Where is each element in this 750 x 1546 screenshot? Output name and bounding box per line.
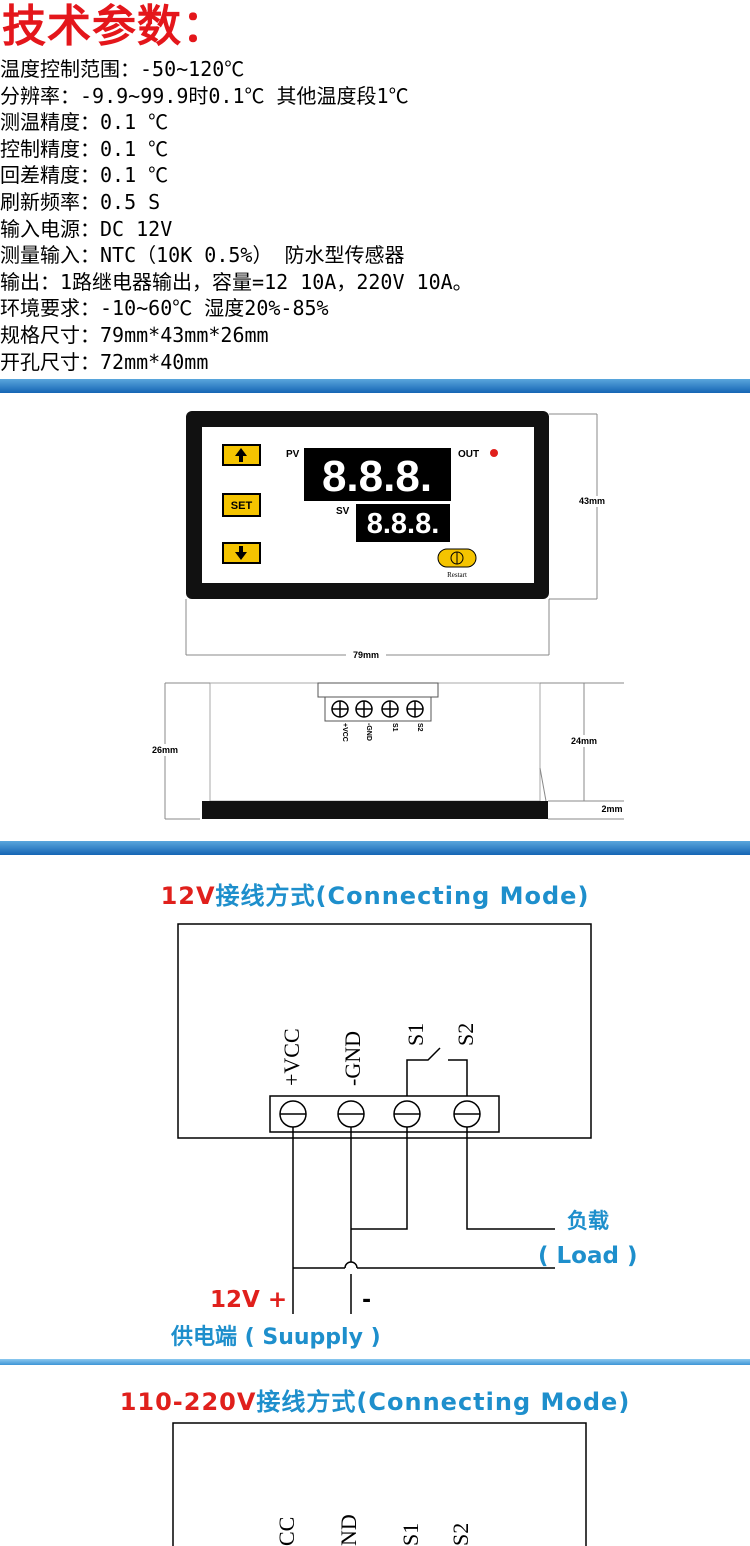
terminal-gnd-label: -GND bbox=[340, 1031, 365, 1086]
supply-voltage-label: 12V + bbox=[210, 1287, 287, 1313]
terminal-vcc-label: CC bbox=[274, 1517, 299, 1546]
spec-list: 温度控制范围：-50~120℃ 分辨率：-9.9~99.9时0.1℃ 其他温度段… bbox=[0, 56, 750, 375]
dim-total-label: 26mm bbox=[152, 745, 178, 755]
terminal-s2-label: S2 bbox=[448, 1523, 473, 1546]
set-button-label: SET bbox=[231, 500, 253, 512]
pv-display-digits: 8.8.8. bbox=[322, 452, 432, 501]
wiring-220v-voltage: 110-220V bbox=[119, 1388, 257, 1416]
spec-line: 回差精度：0.1 ℃ bbox=[0, 163, 169, 188]
side-terminal-gnd: -GND bbox=[365, 723, 372, 741]
out-indicator-icon bbox=[490, 449, 498, 457]
spec-line: 开孔尺寸：72mm*40mm bbox=[0, 349, 209, 374]
wiring-12v-heading: 12V接线方式(Connecting Mode) bbox=[0, 876, 750, 911]
spec-line: 输出：1路继电器输出，容量=12 10A，220V 10A。 bbox=[0, 269, 473, 294]
front-panel-diagram: SET PV 8.8.8. OUT SV 8.8.8. Restart 43mm… bbox=[185, 411, 608, 661]
side-view-diagram: 26mm +VCC -GND S1 S2 24mm 2mm bbox=[148, 682, 624, 820]
dim-width-label: 79mm bbox=[353, 650, 379, 660]
restart-label: Restart bbox=[447, 571, 467, 579]
load-label-en: ( Load ) bbox=[538, 1243, 637, 1269]
spec-line: 规格尺寸：79mm*43mm*26mm bbox=[0, 322, 269, 347]
side-base bbox=[202, 801, 548, 819]
supply-minus-label: - bbox=[362, 1288, 371, 1313]
spec-line: 测量输入：NTC（10K 0.5%） 防水型传感器 bbox=[0, 243, 405, 268]
spec-line: 刷新频率：0.5 S bbox=[0, 189, 161, 214]
side-terminal-s1: S1 bbox=[391, 723, 398, 732]
svg-text:43mm: 43mm bbox=[579, 496, 605, 506]
arrow-up-icon bbox=[235, 448, 247, 462]
section-divider bbox=[0, 1359, 750, 1365]
side-terminal-s2: S2 bbox=[416, 723, 423, 732]
controller-outline bbox=[172, 1422, 587, 1546]
supply-label: 供电端 ( Suupply ) bbox=[170, 1324, 381, 1350]
set-button[interactable] bbox=[222, 493, 261, 517]
terminal-vcc-label: +VCC bbox=[279, 1028, 304, 1086]
spec-line: 控制精度：0.1 ℃ bbox=[0, 136, 169, 161]
load-label-cn: 负载 bbox=[567, 1209, 609, 1233]
spec-line: 测温精度：0.1 ℃ bbox=[0, 110, 169, 135]
terminal-s2-label: S2 bbox=[453, 1023, 478, 1046]
terminal-housing bbox=[317, 682, 439, 698]
arrow-down-icon bbox=[235, 546, 247, 560]
sv-display bbox=[356, 504, 450, 542]
wiring-220v-heading: 110-220V接线方式(Connecting Mode) bbox=[0, 1382, 750, 1417]
out-label: OUT bbox=[458, 449, 479, 460]
terminal-s1-label: S1 bbox=[403, 1023, 428, 1046]
controller-outline bbox=[177, 923, 592, 1139]
terminal-s1-label: S1 bbox=[398, 1523, 423, 1546]
spec-line: 输入电源：DC 12V bbox=[0, 216, 173, 241]
pv-display bbox=[304, 448, 451, 501]
dim-height-label: 43mm bbox=[579, 496, 605, 506]
wiring-12v-mode: 接线方式(Connecting Mode) bbox=[215, 882, 590, 910]
side-terminal-vcc: +VCC bbox=[341, 723, 348, 742]
sv-display-digits: 8.8.8. bbox=[367, 508, 440, 540]
page-title: 技术参数： bbox=[2, 1, 227, 52]
spec-line: 分辨率：-9.9~99.9时0.1℃ 其他温度段1℃ bbox=[0, 83, 409, 108]
wiring-220v-mode: 接线方式(Connecting Mode) bbox=[256, 1388, 631, 1416]
spec-line: 温度控制范围：-50~120℃ bbox=[0, 57, 245, 81]
section-divider bbox=[0, 379, 750, 393]
wiring-12v-diagram: +VCC -GND S1 S2 负载 ( Load ) 12V + - 供电端 … bbox=[170, 923, 637, 1350]
spec-line: 环境要求：-10~60℃ 湿度20%-85% bbox=[0, 296, 329, 321]
dim-base-label: 2mm bbox=[601, 804, 622, 814]
pv-label: PV bbox=[286, 449, 300, 460]
section-divider bbox=[0, 841, 750, 855]
terminal-gnd-label: ND bbox=[336, 1514, 361, 1546]
dim-body-label: 24mm bbox=[571, 736, 597, 746]
wiring-220v-diagram: CC ND S1 S2 bbox=[172, 1422, 587, 1546]
wiring-12v-voltage: 12V bbox=[160, 882, 216, 910]
sv-label: SV bbox=[336, 506, 350, 517]
